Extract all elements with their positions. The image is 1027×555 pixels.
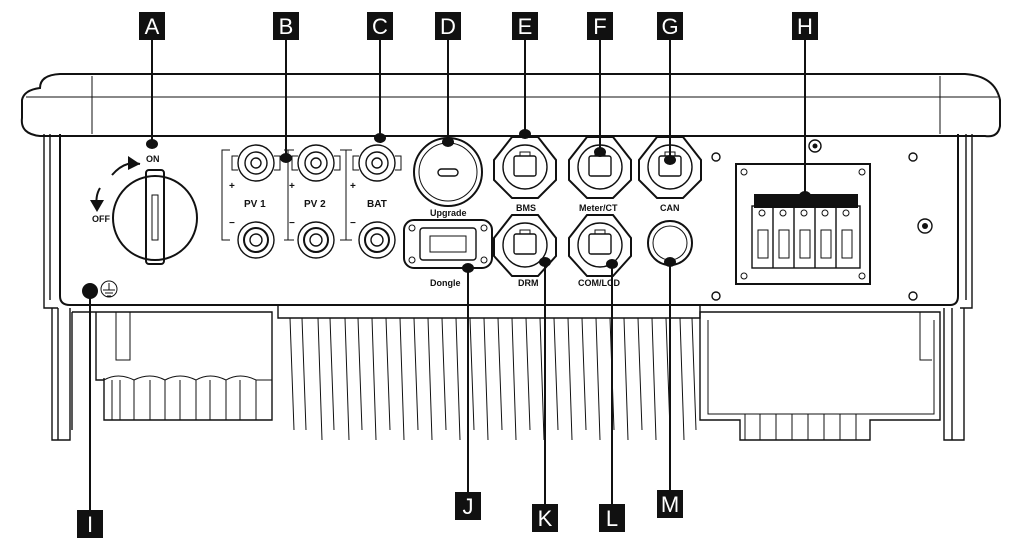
ground-terminal xyxy=(82,283,98,299)
left-leg xyxy=(51,308,71,441)
pv2-negative-connector[interactable] xyxy=(297,221,335,259)
can-label: CAN xyxy=(660,203,680,213)
drm-label: DRM xyxy=(518,278,539,288)
left-box-notch xyxy=(115,312,131,361)
bat-minus-sign: − xyxy=(350,218,356,229)
callout-l: L xyxy=(599,504,625,532)
ac-terminal-block[interactable] xyxy=(735,163,871,285)
switch-on-arrow-head xyxy=(128,156,140,170)
center-heatsink-fins xyxy=(289,317,697,441)
callout-g-text: G xyxy=(661,14,678,39)
pv1-negative-connector[interactable] xyxy=(237,221,275,259)
callout-c: C xyxy=(367,12,393,40)
callout-b-text: B xyxy=(279,14,294,39)
bms-port[interactable] xyxy=(493,136,557,199)
callout-f: F xyxy=(587,12,613,40)
main-body xyxy=(59,134,959,306)
pv-connector-group xyxy=(221,149,352,241)
callout-m: M xyxy=(657,490,683,518)
right-heatsink-fins xyxy=(744,414,857,440)
callout-e-text: E xyxy=(518,14,533,39)
pv1-minus-sign: − xyxy=(229,218,235,229)
com-lcd-port[interactable] xyxy=(568,214,632,277)
center-heatsink-base xyxy=(277,305,701,319)
com-lcd-label: COM/LCD xyxy=(578,278,620,288)
callout-f-text: F xyxy=(593,14,606,39)
pv1-label: PV 1 xyxy=(244,199,266,210)
body-bolts xyxy=(711,152,918,301)
callout-d-text: D xyxy=(440,14,456,39)
callout-m-text: M xyxy=(661,492,679,517)
callout-i-text: I xyxy=(87,512,93,537)
right-side-bracket xyxy=(960,134,973,309)
callout-a: A xyxy=(139,12,165,40)
dongle-label: Dongle xyxy=(430,278,461,288)
leader-dots xyxy=(146,129,811,273)
bat-plus-sign: + xyxy=(350,181,356,192)
callout-c-text: C xyxy=(372,14,388,39)
callout-i: I xyxy=(77,510,103,538)
upgrade-label: Upgrade xyxy=(430,208,467,218)
callout-g: G xyxy=(657,12,683,40)
meter-ct-label: Meter/CT xyxy=(579,203,618,213)
right-leg xyxy=(943,308,965,441)
upgrade-port[interactable] xyxy=(413,137,483,207)
left-heatsink-box xyxy=(71,311,273,430)
drm-port[interactable] xyxy=(493,214,557,277)
callout-k: K xyxy=(532,504,558,532)
screw-heads xyxy=(808,139,933,234)
left-side-bracket xyxy=(43,134,58,309)
pv2-positive-connector[interactable] xyxy=(291,144,341,182)
pv1-positive-connector[interactable] xyxy=(231,144,281,182)
bat-label: BAT xyxy=(367,199,387,210)
right-heatsink-box xyxy=(699,311,941,441)
right-box-inner xyxy=(707,312,935,415)
top-cover xyxy=(20,73,1001,138)
bms-label: BMS xyxy=(516,203,536,213)
bat-positive-connector[interactable] xyxy=(352,144,402,182)
callout-d: D xyxy=(435,12,461,40)
switch-off-arrow-head xyxy=(90,200,104,212)
pv2-plus-sign: + xyxy=(289,181,295,192)
ground-symbol-icon xyxy=(100,280,118,298)
cover-joint-lines xyxy=(91,76,941,134)
switch-off-label: OFF xyxy=(92,214,110,224)
pv2-minus-sign: − xyxy=(289,218,295,229)
callout-h-text: H xyxy=(797,14,813,39)
callout-j: J xyxy=(455,492,481,520)
leader-lines xyxy=(89,40,806,512)
pv2-label: PV 2 xyxy=(304,199,326,210)
callout-e: E xyxy=(512,12,538,40)
dc-switch[interactable] xyxy=(112,169,198,265)
dongle-port[interactable] xyxy=(403,219,493,269)
callout-a-text: A xyxy=(145,14,160,39)
callout-l-text: L xyxy=(606,506,618,531)
pv1-plus-sign: + xyxy=(229,181,235,192)
callout-h: H xyxy=(792,12,818,40)
left-heatsink-fins xyxy=(103,375,272,420)
bat-negative-connector[interactable] xyxy=(358,221,396,259)
switch-on-label: ON xyxy=(146,154,160,164)
callout-b: B xyxy=(273,12,299,40)
callout-k-text: K xyxy=(538,506,553,531)
callout-j-text: J xyxy=(463,494,474,519)
